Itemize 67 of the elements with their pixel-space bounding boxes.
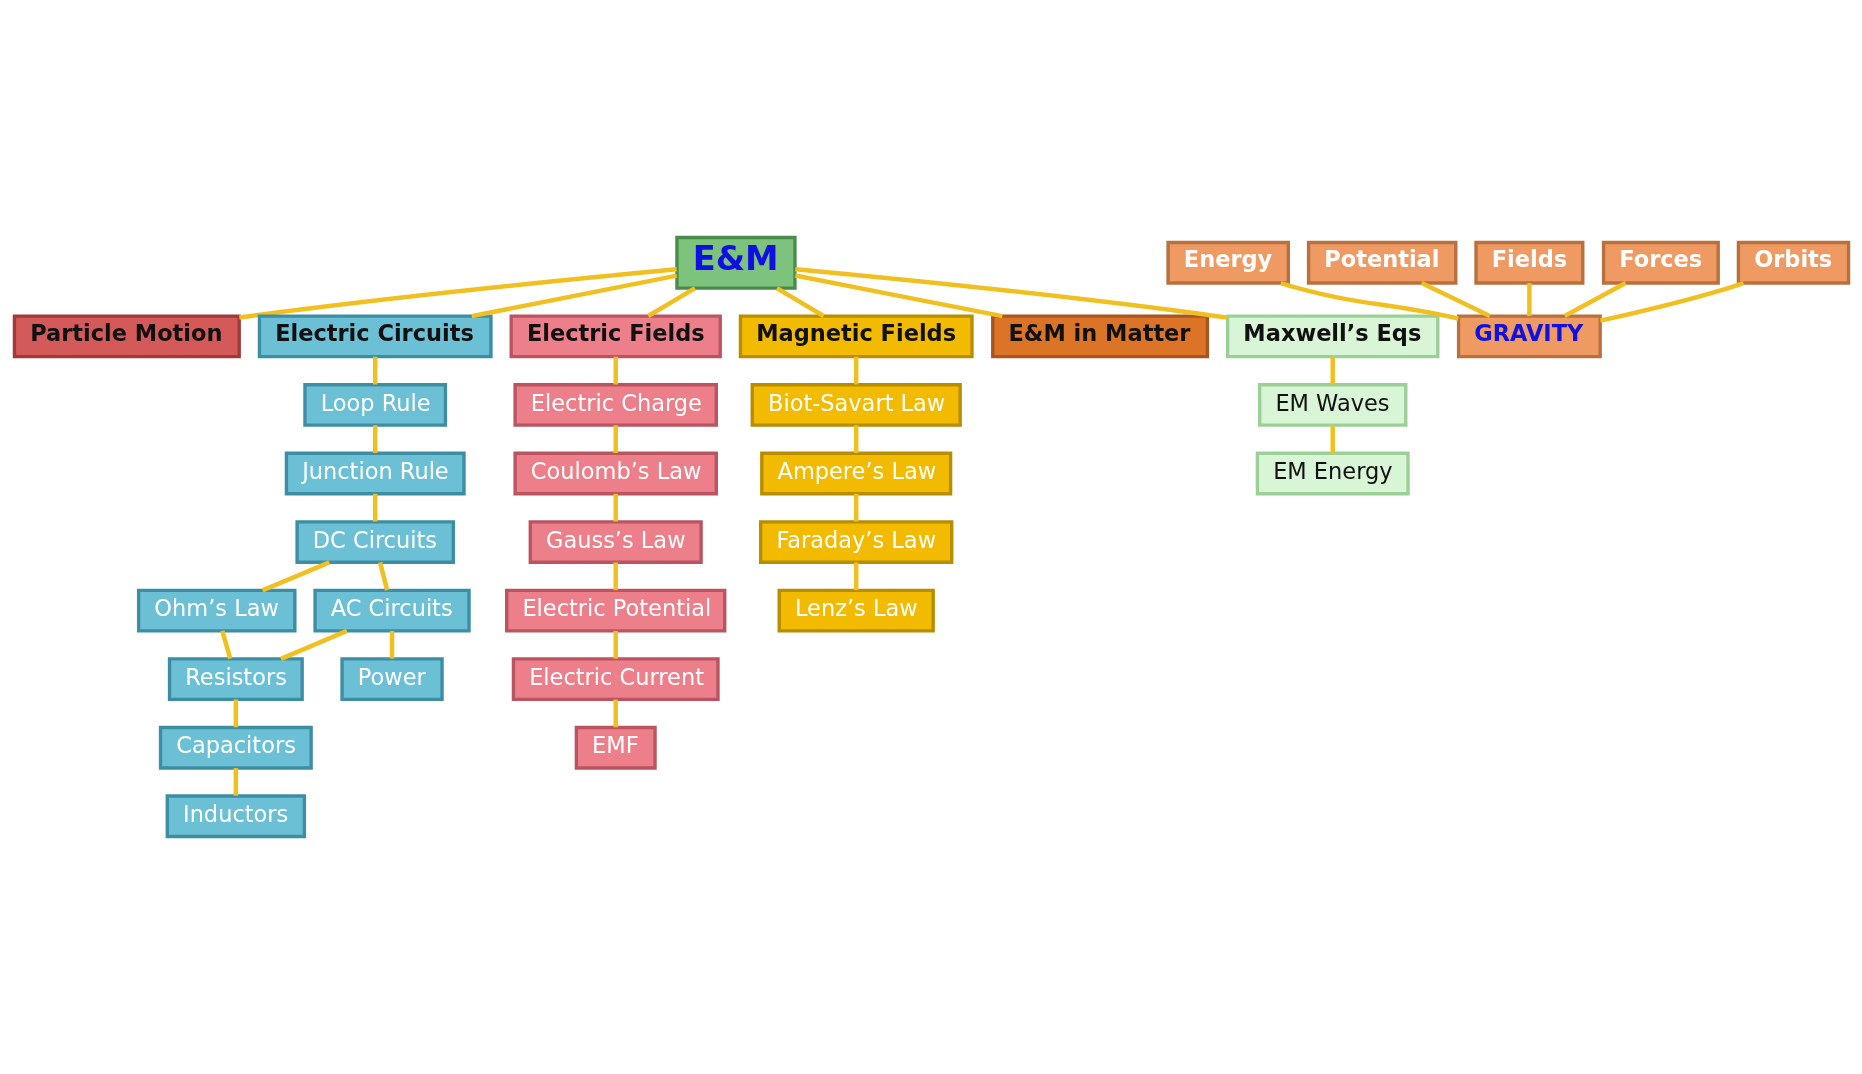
connector xyxy=(646,286,696,318)
node-box: Electric Current xyxy=(511,657,720,702)
connector xyxy=(853,562,858,591)
connector xyxy=(372,425,377,453)
node-box: Capacitors xyxy=(158,725,313,770)
node-box: Junction Rule xyxy=(284,451,466,496)
node-box: Electric Circuits xyxy=(257,314,493,359)
node-box: Electric Potential xyxy=(504,588,726,633)
connector xyxy=(372,493,377,522)
node-box: Potential xyxy=(1306,240,1457,285)
node-box: EM Waves xyxy=(1257,383,1407,427)
connector xyxy=(853,425,858,453)
connector xyxy=(372,356,377,385)
connector xyxy=(1563,281,1627,319)
connector xyxy=(470,273,677,319)
connector xyxy=(612,630,618,659)
connector xyxy=(219,630,232,660)
node-box: Forces xyxy=(1601,240,1720,285)
connector xyxy=(1599,281,1744,323)
connector xyxy=(233,699,238,728)
node-box: Loop Rule xyxy=(302,383,447,427)
connector xyxy=(261,560,330,593)
node-box: Resistors xyxy=(167,657,304,702)
node-box: Coulomb’s Law xyxy=(512,451,718,496)
connector xyxy=(853,493,858,522)
node-box: Magnetic Fields xyxy=(738,314,974,359)
connector xyxy=(612,493,618,522)
node-box: Power xyxy=(339,657,444,702)
connector xyxy=(279,628,348,661)
node-box: Particle Motion xyxy=(12,314,241,359)
connector xyxy=(1526,283,1532,317)
connector xyxy=(853,356,858,385)
node-box: AC Circuits xyxy=(312,588,471,633)
node-box: Biot-Savart Law xyxy=(750,383,962,427)
node-box: E&M in Matter xyxy=(990,314,1209,359)
node-box: EMF xyxy=(574,725,657,770)
connector xyxy=(238,267,677,320)
connector xyxy=(1329,425,1335,453)
node-box: E&M xyxy=(674,235,797,290)
connector xyxy=(612,699,618,728)
connector xyxy=(1279,280,1459,321)
connector xyxy=(377,561,389,591)
connector xyxy=(612,356,618,385)
node-box: Electric Fields xyxy=(509,314,722,359)
node-box: Fields xyxy=(1473,240,1584,285)
node-box: Gauss’s Law xyxy=(528,520,703,564)
node-box: Energy xyxy=(1165,240,1290,285)
node-box: Orbits xyxy=(1736,240,1850,285)
connector xyxy=(1329,356,1335,385)
node-box: Lenz’s Law xyxy=(777,588,935,633)
node-box: Ampere’s Law xyxy=(759,451,952,496)
node-box: Electric Charge xyxy=(512,383,718,427)
node-box: EM Energy xyxy=(1255,451,1410,496)
node-box: Maxwell’s Eqs xyxy=(1225,314,1439,359)
connector xyxy=(612,425,618,453)
node-box: DC Circuits xyxy=(294,520,455,564)
connector xyxy=(389,630,394,659)
connector xyxy=(794,267,1228,320)
node-box: Faraday’s Law xyxy=(758,520,953,564)
node-box: GRAVITY xyxy=(1456,314,1602,359)
connector xyxy=(794,273,1003,319)
connector xyxy=(1420,281,1491,319)
node-box: Inductors xyxy=(165,794,306,839)
connector xyxy=(775,286,825,318)
connector xyxy=(612,562,618,591)
node-box: Ohm’s Law xyxy=(136,588,297,633)
connector xyxy=(233,768,238,796)
